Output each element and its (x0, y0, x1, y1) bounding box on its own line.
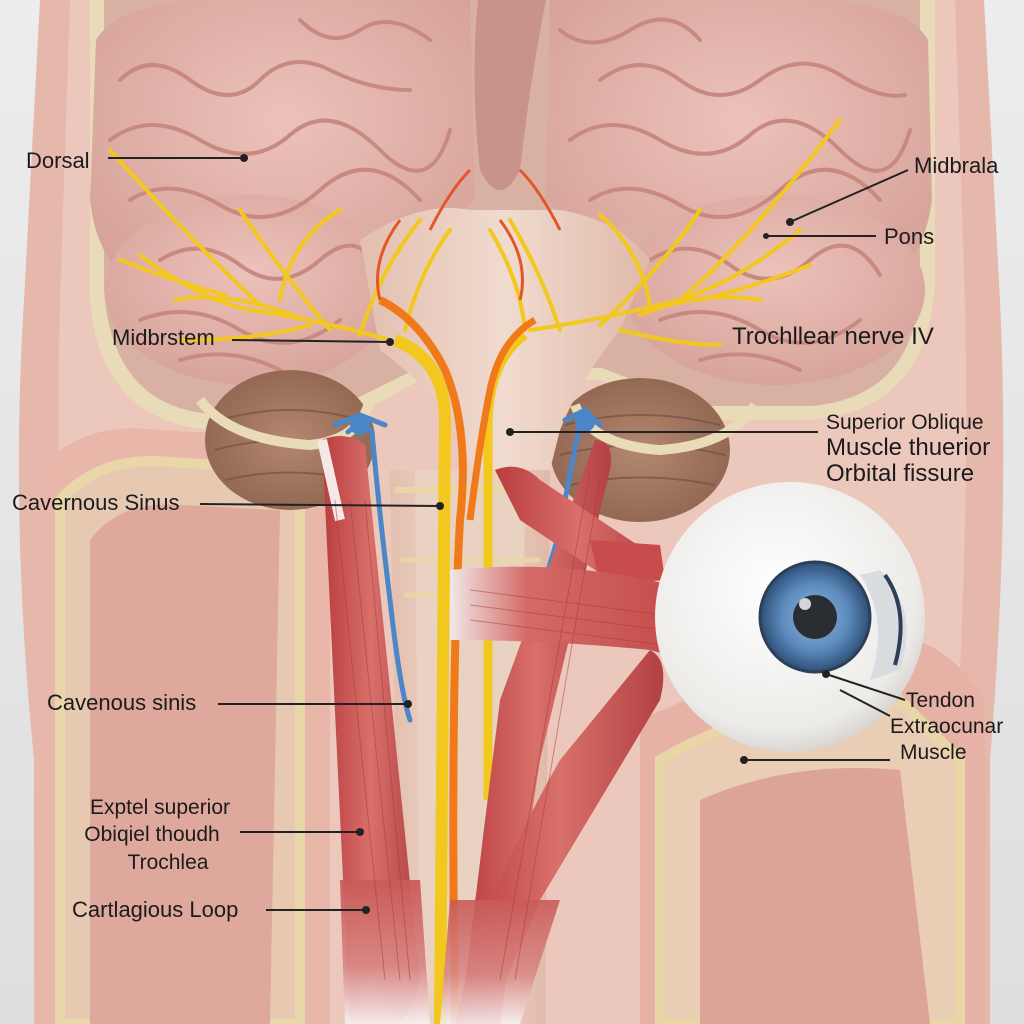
eyeball-icon (655, 482, 925, 752)
label-trochlear-nerve: Trochllear nerve IV (732, 323, 934, 350)
label-superior-oblique-1: Superior Oblique (826, 411, 984, 434)
label-dorsal: Dorsal (26, 148, 90, 173)
label-exptel-3: Trochlea (127, 851, 209, 874)
label-tendon: Tendon (906, 689, 975, 712)
label-midbrala: Midbrala (914, 153, 999, 178)
label-exptel-2: Obiqiel thoudh (84, 823, 220, 846)
label-cavernous-sinus: Cavernous Sinus (12, 490, 180, 515)
label-extraocunar: Extraocunar (890, 715, 1004, 738)
label-midbrstem: Midbrstem (112, 325, 215, 350)
label-exptel-1: Exptel superior (89, 796, 231, 819)
label-superior-oblique-3: Orbital fissure (826, 460, 975, 487)
label-pons: Pons (884, 224, 935, 249)
label-muscle: Muscle (900, 741, 967, 764)
label-cartlagious-loop: Cartlagious Loop (72, 897, 239, 922)
label-superior-oblique-2: Muscle thuerior (826, 434, 991, 461)
label-cavenous-sinis: Cavenous sinis (47, 690, 197, 715)
